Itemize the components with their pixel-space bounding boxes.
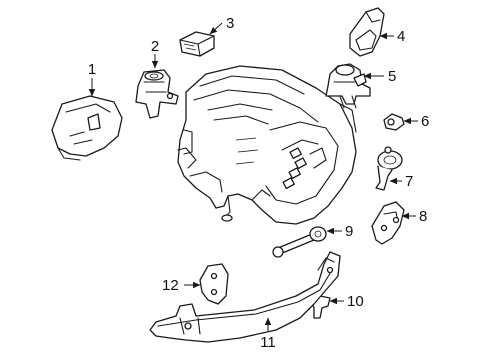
callout-11: 11 bbox=[260, 317, 276, 351]
part-8-bracket bbox=[371, 201, 405, 245]
callout-7: 7 bbox=[389, 173, 413, 190]
part-5-transmission-mount bbox=[325, 63, 371, 109]
callout-6: 6 bbox=[403, 113, 429, 130]
callout-label-8: 8 bbox=[419, 208, 427, 225]
part-6-clip bbox=[383, 113, 405, 131]
callout-label-2: 2 bbox=[151, 38, 159, 55]
callout-9: 9 bbox=[326, 223, 353, 240]
part-7-bushing-bracket bbox=[375, 146, 403, 191]
part-4-insulator bbox=[349, 7, 385, 57]
callout-8: 8 bbox=[401, 208, 427, 225]
callout-10: 10 bbox=[329, 293, 364, 310]
part-11-crossmember bbox=[149, 251, 341, 343]
part-2-engine-mount bbox=[135, 69, 179, 119]
part-1-bracket bbox=[51, 95, 123, 161]
part-3-pad bbox=[179, 31, 215, 57]
callout-5: 5 bbox=[363, 68, 396, 85]
callout-label-9: 9 bbox=[345, 223, 353, 240]
engine-transmission-assembly bbox=[177, 65, 357, 225]
callout-label-3: 3 bbox=[226, 15, 234, 32]
callout-label-1: 1 bbox=[88, 61, 96, 78]
part-9-torque-rod bbox=[272, 226, 327, 258]
callout-label-5: 5 bbox=[388, 68, 396, 85]
callout-label-11: 11 bbox=[260, 334, 276, 351]
callout-label-4: 4 bbox=[397, 28, 405, 45]
callout-12: 12 bbox=[162, 277, 201, 294]
callout-1: 1 bbox=[88, 61, 96, 97]
callout-label-6: 6 bbox=[421, 113, 429, 130]
callout-4: 4 bbox=[379, 28, 405, 45]
callout-label-7: 7 bbox=[405, 173, 413, 190]
callout-label-12: 12 bbox=[162, 277, 179, 294]
part-12-bracket bbox=[199, 263, 229, 305]
callout-2: 2 bbox=[151, 38, 159, 69]
callout-3: 3 bbox=[209, 15, 234, 35]
callout-label-10: 10 bbox=[347, 293, 364, 310]
leader-line-3 bbox=[209, 22, 223, 35]
